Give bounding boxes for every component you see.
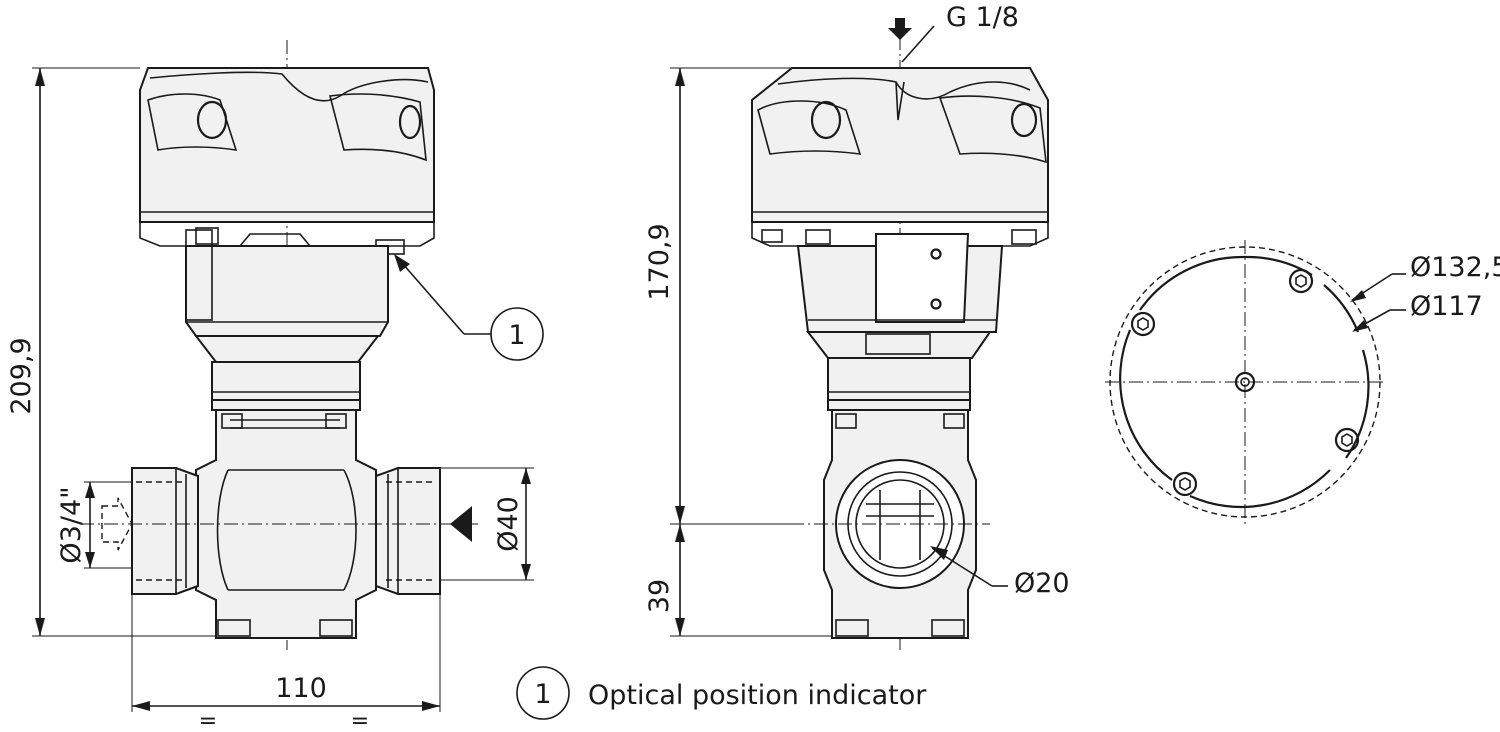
dim-outer-diameter: Ø132,5 [1350,252,1500,302]
flow-direction-outline-arrow [101,497,133,551]
pilot-port-label: G 1/8 [888,2,1019,63]
callout-position-indicator: 1 [394,254,544,361]
dim-port-diameter-label: Ø3/4" [56,486,87,563]
dim-lower-height: 39 [644,524,832,637]
equal-mark-right: = [351,709,369,732]
side-actuator-housing [796,233,1004,411]
legend-label: Optical position indicator [588,680,927,711]
dim-port-diameter: Ø3/4" [56,481,132,569]
top-bolt-1 [1130,311,1156,337]
front-left-port [101,467,199,595]
front-actuator-cap [139,67,435,255]
dim-bolt-circle: Ø117 [1352,291,1483,332]
side-view: G 1/8 [644,2,1070,650]
dim-bolt-circle-label: Ø117 [1410,291,1483,322]
top-bolt-2 [1288,268,1314,294]
dim-connection-diameter: Ø40 [440,467,534,581]
dim-upper-height: 170,9 [644,67,792,525]
side-actuator-cap [751,67,1049,247]
pilot-port-arrow [888,28,912,40]
front-right-port [375,467,472,595]
dim-bore: Ø20 [930,546,1070,599]
front-actuator-housing [185,229,389,411]
dim-lower-height-label: 39 [644,579,675,613]
dim-bore-label: Ø20 [1014,568,1070,599]
dim-width: 110 = = [131,594,441,732]
top-flange-outline [1119,255,1370,509]
dim-width-label: 110 [275,673,327,704]
dim-upper-height-label: 170,9 [644,223,675,300]
equal-mark-left: = [199,709,217,732]
legend: 1 Optical position indicator [516,666,927,720]
dim-overall-height-label: 209,9 [6,337,37,414]
legend-marker-circle [516,666,570,720]
top-view: Ø132,5 Ø117 [1105,240,1500,524]
callout-marker-text: 1 [508,320,525,351]
front-view: 209,9 Ø3/4" Ø40 110 = [6,40,544,732]
dim-outer-diameter-label: Ø132,5 [1410,252,1500,283]
dim-connection-diameter-label: Ø40 [493,496,524,552]
flow-direction-arrow [450,506,472,542]
top-bolt-4 [1172,471,1198,497]
dim-overall-height: 209,9 [6,67,216,637]
legend-marker-text: 1 [534,679,551,710]
top-center-bolt [1234,371,1256,393]
top-bolt-3 [1334,427,1360,453]
pilot-port-text: G 1/8 [946,2,1019,33]
